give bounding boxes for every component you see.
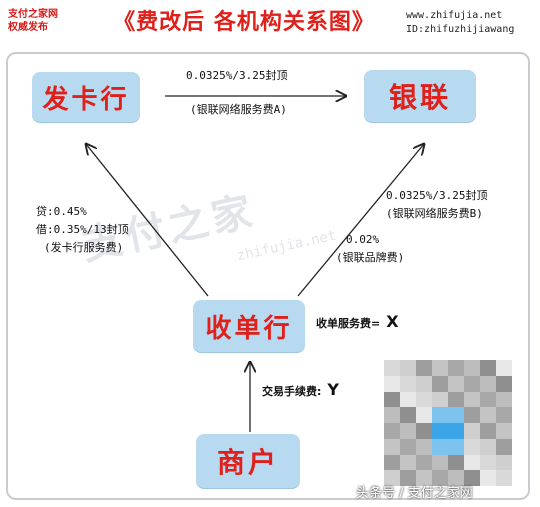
mosaic-cell bbox=[432, 360, 448, 376]
mosaic-cell bbox=[464, 438, 480, 455]
mosaic-cell bbox=[480, 454, 496, 471]
mosaic-cell bbox=[496, 454, 512, 471]
mosaic-cell bbox=[496, 391, 512, 408]
mosaic-cell bbox=[480, 407, 496, 423]
arrow-acquirer-to-issuer bbox=[86, 144, 209, 297]
mosaic-cell bbox=[448, 470, 464, 486]
site-url: www.zhifujia.net bbox=[406, 10, 503, 21]
mosaic-cell bbox=[384, 360, 400, 376]
issuer-fee-debit: 借:0.35%/13封顶 bbox=[36, 223, 129, 236]
mosaic-cell bbox=[432, 423, 448, 439]
node-issuer: 发卡行 bbox=[32, 72, 140, 122]
brand-fee-rate: 0.02% bbox=[346, 233, 380, 246]
fee-rate-network-a: 0.0325%/3.25封顶 bbox=[186, 69, 288, 82]
arrow-acquirer-to-unionpay bbox=[297, 144, 424, 297]
fee-rate-network-b: 0.0325%/3.25封顶 bbox=[386, 189, 488, 202]
mosaic-cell bbox=[464, 470, 480, 486]
mosaic-cell bbox=[480, 391, 496, 408]
acquirer-fee-value: X bbox=[386, 312, 399, 331]
mosaic-cell bbox=[448, 375, 464, 392]
mosaic-cell bbox=[448, 438, 464, 455]
mosaic-cell bbox=[416, 454, 432, 471]
mosaic-cell bbox=[448, 360, 464, 376]
node-acquirer: 收单行 bbox=[193, 300, 305, 352]
mosaic-cell bbox=[464, 360, 480, 376]
mosaic-cell bbox=[464, 391, 480, 408]
mosaic-cell bbox=[448, 454, 464, 471]
mosaic-cell bbox=[496, 423, 512, 439]
issuer-fee-credit: 贷:0.45% bbox=[36, 205, 87, 218]
diagram-title: 《费改后 各机构关系图》 bbox=[113, 10, 375, 35]
mosaic-cell bbox=[496, 407, 512, 423]
mosaic-cell bbox=[480, 375, 496, 392]
brand-tag: 支付之家网 权威发布 bbox=[8, 8, 80, 34]
mosaic-cell bbox=[480, 438, 496, 455]
mosaic-cell bbox=[384, 407, 400, 423]
mosaic-cell bbox=[384, 438, 400, 455]
issuer-fee-note: (发卡行服务费) bbox=[44, 241, 124, 254]
mosaic-cell bbox=[384, 375, 400, 392]
footer-watermark: 头条号 / 支付之家网 bbox=[356, 486, 473, 501]
mosaic-cell bbox=[432, 470, 448, 486]
mosaic-cell bbox=[432, 407, 448, 423]
acquirer-fee: 收单服务费= X bbox=[316, 314, 399, 331]
mosaic-cell bbox=[416, 407, 432, 423]
mosaic-cell bbox=[464, 423, 480, 439]
mosaic-cell bbox=[496, 438, 512, 455]
acquirer-fee-label: 收单服务费= bbox=[316, 317, 381, 330]
mosaic-cell bbox=[432, 391, 448, 408]
site-info: www.zhifujia.net ID:zhifuzhijiawang bbox=[406, 9, 536, 37]
mosaic-cell bbox=[400, 360, 416, 376]
mosaic-cell bbox=[448, 391, 464, 408]
mosaic-cell bbox=[464, 407, 480, 423]
mosaic-cell bbox=[400, 438, 416, 455]
merchant-fee-value: Y bbox=[327, 380, 339, 399]
mosaic-cell bbox=[400, 375, 416, 392]
merchant-fee-label: 交易手续费: bbox=[262, 385, 322, 398]
mosaic-cell bbox=[432, 375, 448, 392]
node-merchant: 商户 bbox=[196, 434, 300, 488]
mosaic-cell bbox=[448, 423, 464, 439]
mosaic-cell bbox=[416, 375, 432, 392]
mosaic-cell bbox=[464, 375, 480, 392]
mosaic-cell bbox=[416, 423, 432, 439]
mosaic-cell bbox=[384, 454, 400, 471]
mosaic-cell bbox=[480, 470, 496, 486]
mosaic-cell bbox=[448, 407, 464, 423]
mosaic-cell bbox=[400, 470, 416, 486]
fee-note-network-b: (银联网络服务费B) bbox=[386, 207, 483, 220]
mosaic-cell bbox=[496, 375, 512, 392]
mosaic-cell bbox=[432, 454, 448, 471]
mosaic-cell bbox=[400, 423, 416, 439]
mosaic-cell bbox=[384, 391, 400, 408]
mosaic-cell bbox=[400, 407, 416, 423]
mosaic-cell bbox=[432, 438, 448, 455]
mosaic-cell bbox=[464, 454, 480, 471]
mosaic-cell bbox=[384, 423, 400, 439]
brand-fee-note: (银联品牌费) bbox=[336, 251, 405, 264]
node-unionpay: 银联 bbox=[364, 70, 476, 122]
mosaic-cell bbox=[416, 438, 432, 455]
fee-note-network-a: (银联网络服务费A) bbox=[190, 103, 287, 116]
site-id: ID:zhifuzhijiawang bbox=[406, 24, 515, 35]
merchant-fee: 交易手续费: Y bbox=[262, 382, 339, 399]
brand-subtitle: 权威发布 bbox=[8, 22, 48, 33]
mosaic-cell bbox=[416, 391, 432, 408]
mosaic-cell bbox=[496, 360, 512, 376]
pixelated-qr-image bbox=[384, 360, 512, 486]
mosaic-cell bbox=[496, 470, 512, 486]
mosaic-cell bbox=[400, 391, 416, 408]
mosaic-cell bbox=[480, 360, 496, 376]
mosaic-cell bbox=[416, 360, 432, 376]
brand-name: 支付之家网 bbox=[8, 9, 58, 20]
mosaic-cell bbox=[400, 454, 416, 471]
mosaic-cell bbox=[384, 470, 400, 486]
mosaic-cell bbox=[480, 423, 496, 439]
mosaic-cell bbox=[416, 470, 432, 486]
